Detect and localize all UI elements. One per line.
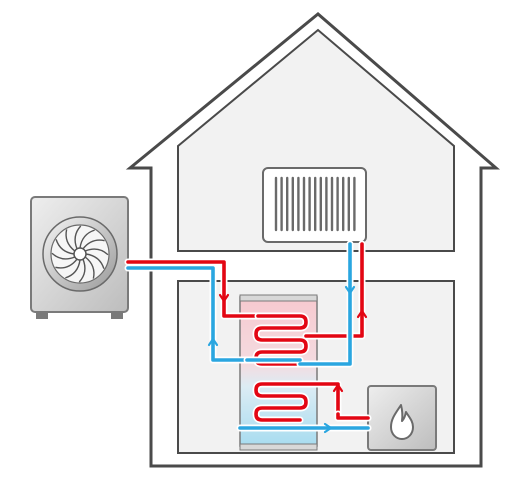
flow-arrow xyxy=(207,337,219,347)
fan-blade xyxy=(74,225,82,250)
fan-blade xyxy=(85,253,105,269)
boiler xyxy=(367,385,437,451)
boiler-flame-icon xyxy=(390,404,414,440)
fan-blade xyxy=(51,252,76,260)
fan-blade xyxy=(78,258,86,283)
cold-pipe-radiator xyxy=(245,242,352,366)
flow-arrow xyxy=(356,309,368,319)
pipe-network xyxy=(124,240,372,434)
flow-arrow xyxy=(332,383,344,393)
upper-room xyxy=(177,28,455,252)
fan-blade xyxy=(79,229,95,249)
flow-arrow xyxy=(323,422,333,434)
fan-blade xyxy=(55,239,75,255)
flow-arrow xyxy=(218,293,230,303)
hot-pipe-boiler xyxy=(336,412,370,420)
fan-blade xyxy=(84,248,109,256)
fan-blade xyxy=(84,256,95,279)
flow-arrow xyxy=(344,285,356,295)
lower-coil xyxy=(254,382,340,422)
fan-blade xyxy=(55,258,78,269)
hot-pipe-radiator xyxy=(304,242,364,338)
hot-pipe-heatpump xyxy=(126,260,260,318)
fan-blade xyxy=(82,239,105,250)
fan-blade xyxy=(65,259,81,279)
outdoor-heat-pump xyxy=(30,196,129,319)
cold-pipe-heatpump xyxy=(126,266,249,362)
fan-blade xyxy=(65,229,76,252)
outdoor-heat-pump-icon xyxy=(51,225,109,283)
radiator xyxy=(262,167,367,243)
upper-coil xyxy=(254,314,308,366)
radiator-icon xyxy=(274,176,356,232)
